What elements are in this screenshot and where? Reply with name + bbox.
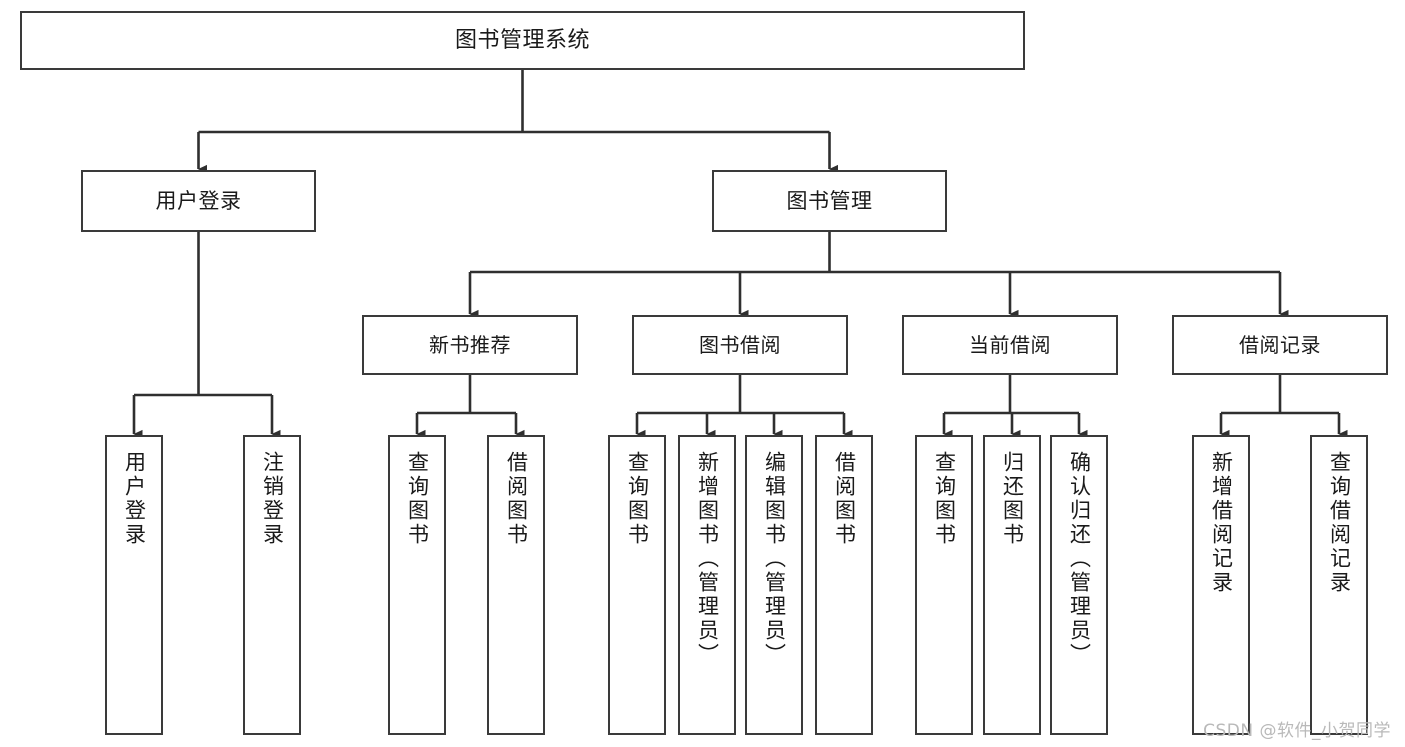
leaf-node[interactable]: 查询图书 xyxy=(608,435,666,735)
node-book-management-label: 图书管理 xyxy=(786,188,873,213)
node-book-management[interactable]: 图书管理 xyxy=(712,170,947,232)
node-book-borrow-label: 图书借阅 xyxy=(699,332,781,357)
leaf-node[interactable]: 编辑图书（管理员） xyxy=(745,435,803,735)
leaf-node[interactable]: 查询图书 xyxy=(915,435,973,735)
node-current-borrow[interactable]: 当前借阅 xyxy=(902,315,1118,375)
leaf-node[interactable]: 注销登录 xyxy=(243,435,301,735)
node-new-book-recommend[interactable]: 新书推荐 xyxy=(362,315,578,375)
leaf-node[interactable]: 确认归还（管理员） xyxy=(1050,435,1108,735)
leaf-node-label: 查询图书 xyxy=(932,451,957,547)
leaf-node-label: 编辑图书（管理员） xyxy=(762,451,787,667)
leaf-node-label: 新增图书（管理员） xyxy=(695,451,720,667)
node-root-label: 图书管理系统 xyxy=(454,27,590,53)
leaf-node[interactable]: 新增借阅记录 xyxy=(1192,435,1250,735)
leaf-node-label: 归还图书 xyxy=(1000,451,1025,547)
leaf-node-label: 查询图书 xyxy=(625,451,650,547)
leaf-node-label: 确认归还（管理员） xyxy=(1067,451,1092,667)
node-user-login[interactable]: 用户登录 xyxy=(81,170,316,232)
leaf-node-label: 用户登录 xyxy=(122,451,147,547)
node-new-book-recommend-label: 新书推荐 xyxy=(429,332,511,357)
node-borrow-record[interactable]: 借阅记录 xyxy=(1172,315,1388,375)
leaf-node[interactable]: 用户登录 xyxy=(105,435,163,735)
node-root[interactable]: 图书管理系统 xyxy=(20,11,1025,70)
leaf-node-label: 借阅图书 xyxy=(504,451,529,547)
watermark: CSDN @软件_小贺同学 xyxy=(1203,721,1391,741)
leaf-node[interactable]: 借阅图书 xyxy=(487,435,545,735)
leaf-node[interactable]: 查询图书 xyxy=(388,435,446,735)
node-book-borrow[interactable]: 图书借阅 xyxy=(632,315,848,375)
leaf-node-label: 查询借阅记录 xyxy=(1327,451,1352,595)
node-borrow-record-label: 借阅记录 xyxy=(1239,332,1321,357)
leaf-node-label: 借阅图书 xyxy=(832,451,857,547)
node-current-borrow-label: 当前借阅 xyxy=(969,332,1051,357)
node-user-login-label: 用户登录 xyxy=(155,188,242,213)
leaf-node[interactable]: 归还图书 xyxy=(983,435,1041,735)
leaf-node[interactable]: 查询借阅记录 xyxy=(1310,435,1368,735)
leaf-node-label: 查询图书 xyxy=(405,451,430,547)
leaf-node-label: 注销登录 xyxy=(260,451,285,547)
leaf-node-label: 新增借阅记录 xyxy=(1209,451,1234,595)
leaf-node[interactable]: 新增图书（管理员） xyxy=(678,435,736,735)
leaf-node[interactable]: 借阅图书 xyxy=(815,435,873,735)
